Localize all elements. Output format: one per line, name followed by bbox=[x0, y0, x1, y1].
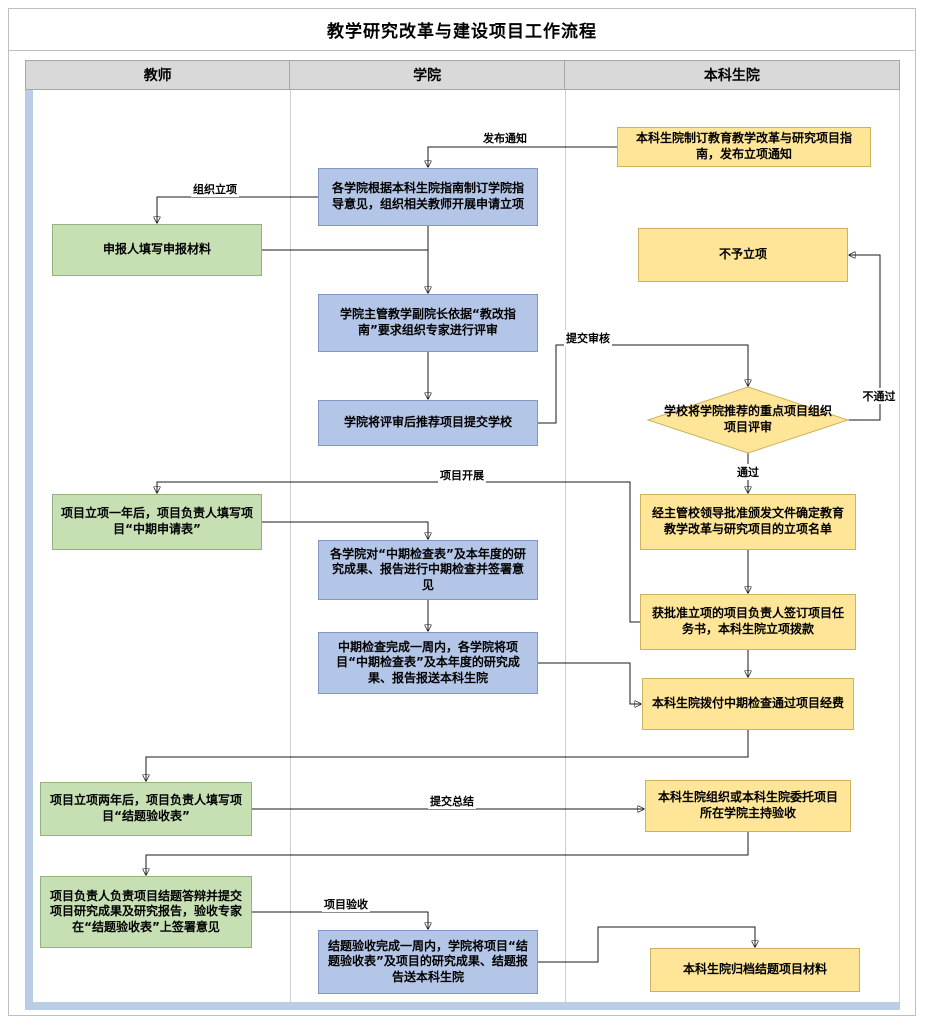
node-teacher-mid-form: 项目立项一年后，项目负责人填写项目“中期申请表” bbox=[52, 494, 262, 550]
node-ug-mid-fund: 本科生院拨付中期检查通过项目经费 bbox=[642, 678, 854, 730]
node-college-final-report: 结题验收完成一周内，学院将项目“结题验收表”及项目的研究成果、结题报告送本科生院 bbox=[318, 930, 538, 994]
page-border bbox=[8, 8, 916, 1016]
node-ug-publish: 本科生院制订教育教学改革与研究项目指南，发布立项通知 bbox=[617, 127, 871, 167]
edge-label-organize: 组织立项 bbox=[191, 181, 239, 197]
node-ug-approve-list: 经主管校领导批准颁发文件确定教育教学改革与研究项目的立项名单 bbox=[640, 494, 856, 550]
edge-label-project-acceptance: 项目验收 bbox=[322, 896, 370, 912]
node-teacher-final-form: 项目立项两年后，项目负责人填写项目“结题验收表” bbox=[40, 782, 252, 836]
page-title: 教学研究改革与建设项目工作流程 bbox=[8, 8, 916, 51]
node-ug-acceptance: 本科生院组织或本科生院委托项目所在学院主持验收 bbox=[645, 780, 851, 832]
lane-header-college: 学院 bbox=[290, 61, 565, 89]
edge-label-submit-summary: 提交总结 bbox=[428, 793, 476, 809]
node-ug-evaluate: 学校将学院推荐的重点项目组织项目评审 bbox=[663, 404, 832, 434]
node-teacher-fill-application: 申报人填写申报材料 bbox=[52, 224, 262, 276]
lane-header-teacher: 教师 bbox=[26, 61, 291, 89]
edge-label-pass: 通过 bbox=[735, 464, 761, 480]
lane-divider-1 bbox=[290, 90, 291, 1002]
node-ug-archive: 本科生院归档结题项目材料 bbox=[650, 948, 860, 992]
node-college-mid-report: 中期检查完成一周内，各学院将项目“中期检查表”及本年度的研究成果、报告报送本科生… bbox=[318, 632, 538, 694]
node-college-review: 学院主管教学副院长依据“教改指南”要求组织专家进行评审 bbox=[318, 294, 538, 352]
lane-divider-2 bbox=[565, 90, 566, 1002]
node-college-guideline: 各学院根据本科生院指南制订学院指导意见，组织相关教师开展申请立项 bbox=[318, 168, 538, 226]
node-college-mid-check: 各学院对“中期检查表”及本年度的研究成果、报告进行中期检查并签署意见 bbox=[318, 540, 538, 600]
node-ug-task-fund: 获批准立项的项目负责人签订项目任务书，本科生院立项拨款 bbox=[640, 594, 856, 650]
lane-header-undergrad-school: 本科生院 bbox=[703, 68, 760, 84]
node-ug-reject: 不予立项 bbox=[638, 228, 848, 282]
edge-label-project-start: 项目开展 bbox=[438, 467, 486, 483]
edge-label-publish-notice: 发布通知 bbox=[481, 130, 529, 146]
node-teacher-defense: 项目负责人负责项目结题答辩并提交项目研究成果及研究报告，验收专家在“结题验收表”… bbox=[40, 876, 252, 948]
edge-label-fail: 不通过 bbox=[860, 388, 898, 404]
swimlane-header: 教师 学院 本科生院 bbox=[25, 60, 900, 90]
bottom-margin-strip bbox=[25, 1002, 900, 1010]
left-margin-strip bbox=[25, 90, 33, 1002]
edge-label-submit-review: 提交审核 bbox=[564, 330, 612, 346]
node-college-submit: 学院将评审后推荐项目提交学校 bbox=[318, 400, 538, 446]
lane-right-edge bbox=[899, 90, 900, 1002]
